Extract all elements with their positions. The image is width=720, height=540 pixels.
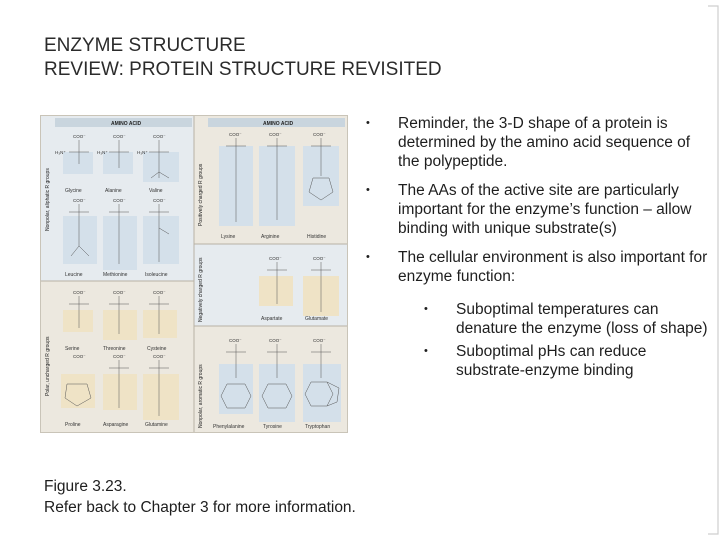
bullet-text: The AAs of the active site are particula… (398, 182, 692, 237)
aa-label: Methionine (103, 272, 128, 278)
chem-h3n: H₃N⁺ (97, 150, 108, 155)
aa-label: Leucine (65, 272, 83, 278)
group-label-aromatic: Nonpolar, aromatic R groups (198, 364, 204, 428)
bullet-marker: • (366, 251, 370, 263)
aa-label: Aspartate (261, 316, 283, 322)
aa-label: Valine (149, 188, 163, 194)
aa-label: Alanine (105, 188, 122, 194)
bullet-marker: • (424, 303, 428, 315)
group-label-negative: Negatively charged R groups (198, 257, 204, 322)
chem-coo: COO⁻ (113, 290, 126, 295)
chem-coo: COO⁻ (153, 198, 166, 203)
sub-bullet-text: Suboptimal pHs can reduce substrate-enzy… (456, 343, 647, 379)
chem-h3n: H₃N⁺ (137, 150, 148, 155)
aa-label: Proline (65, 422, 81, 428)
chem-coo: COO⁻ (313, 132, 326, 137)
figure-right-header: AMINO ACID (263, 121, 293, 127)
chem-coo: COO⁻ (269, 338, 282, 343)
chem-coo: COO⁻ (229, 132, 242, 137)
chem-coo: COO⁻ (229, 338, 242, 343)
slide-edge-bracket (708, 5, 719, 535)
aa-label: Threonine (103, 346, 126, 352)
bullet-marker: • (424, 345, 428, 357)
group-label-polar: Polar, uncharged R groups (45, 336, 51, 396)
caption-line-1: Figure 3.23. (44, 478, 127, 495)
chem-coo: COO⁻ (113, 134, 126, 139)
chem-coo: COO⁻ (73, 290, 86, 295)
aa-label: Serine (65, 346, 80, 352)
aa-label: Lysine (221, 234, 235, 240)
chem-coo: COO⁻ (313, 338, 326, 343)
chem-coo: COO⁻ (113, 354, 126, 359)
chem-coo: COO⁻ (269, 256, 282, 261)
chem-coo: COO⁻ (153, 290, 166, 295)
title-line-1: ENZYME STRUCTURE (44, 35, 246, 56)
sub-bullet-item: • Suboptimal temperatures can denature t… (362, 300, 712, 338)
aa-label: Asparagine (103, 422, 129, 428)
chem-h3n: H₃N⁺ (55, 150, 66, 155)
figure-left-header: AMINO ACID (111, 121, 141, 127)
aa-label: Histidine (307, 234, 326, 240)
chem-coo: COO⁻ (269, 132, 282, 137)
bullet-marker: • (366, 117, 370, 129)
aa-label: Tyrosine (263, 424, 282, 430)
aa-label: Tryptophan (305, 424, 330, 430)
bullet-item: • The AAs of the active site are particu… (362, 181, 712, 238)
aa-label: Glutamine (145, 422, 168, 428)
bullet-text: The cellular environment is also importa… (398, 249, 708, 285)
chem-coo: COO⁻ (73, 354, 86, 359)
slide-title: ENZYME STRUCTURE REVIEW: PROTEIN STRUCTU… (44, 34, 442, 82)
title-line-2: REVIEW: PROTEIN STRUCTURE REVISITED (44, 59, 442, 80)
amino-acid-figure: AMINO ACID AMINO ACID Nonpolar, aliphati… (40, 115, 348, 433)
bullet-item: • The cellular environment is also impor… (362, 248, 712, 286)
aa-label: Glycine (65, 188, 82, 194)
aa-label: Glutamate (305, 316, 328, 322)
group-label-positive: Positively charged R groups (198, 163, 204, 226)
chem-coo: COO⁻ (73, 134, 86, 139)
aa-label: Phenylalanine (213, 424, 245, 430)
sub-bullet-item: • Suboptimal pHs can reduce substrate-en… (362, 342, 712, 380)
bullet-list: • Reminder, the 3-D shape of a protein i… (362, 114, 712, 384)
group-label-aliphatic: Nonpolar, aliphatic R groups (45, 168, 51, 231)
figure-caption: Figure 3.23. Refer back to Chapter 3 for… (44, 476, 356, 518)
caption-line-2: Refer back to Chapter 3 for more informa… (44, 499, 356, 516)
aa-label: Arginine (261, 234, 280, 240)
chem-coo: COO⁻ (113, 198, 126, 203)
bullet-item: • Reminder, the 3-D shape of a protein i… (362, 114, 712, 171)
sub-bullet-text: Suboptimal temperatures can denature the… (456, 301, 708, 337)
aa-label: Isoleucine (145, 272, 168, 278)
amino-acid-chart: AMINO ACID AMINO ACID Nonpolar, aliphati… (41, 116, 347, 432)
bullet-marker: • (366, 184, 370, 196)
aa-label: Cysteine (147, 346, 167, 352)
bullet-text: Reminder, the 3-D shape of a protein is … (398, 115, 691, 170)
chem-coo: COO⁻ (153, 354, 166, 359)
chem-coo: COO⁻ (153, 134, 166, 139)
chem-coo: COO⁻ (73, 198, 86, 203)
chem-coo: COO⁻ (313, 256, 326, 261)
